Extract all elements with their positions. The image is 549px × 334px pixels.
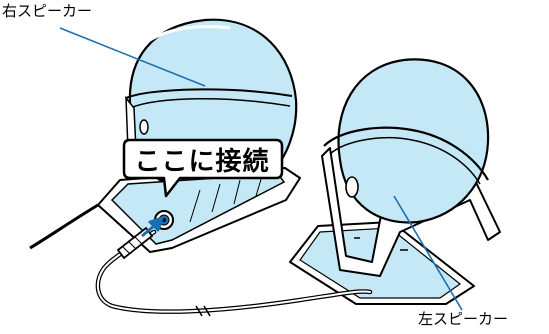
left-speaker-leader xyxy=(393,195,463,311)
left-speaker xyxy=(289,58,501,305)
connect-here-callout: ここに接続 xyxy=(124,140,280,188)
right-speaker-leader xyxy=(59,27,206,87)
connect-here-label: ここに接続 xyxy=(134,146,270,177)
left-speaker-label: 左スピーカー xyxy=(418,310,509,328)
callout-bubble xyxy=(122,138,284,198)
right-speaker-label: 右スピーカー xyxy=(2,2,93,20)
connect-arrow xyxy=(141,216,164,238)
